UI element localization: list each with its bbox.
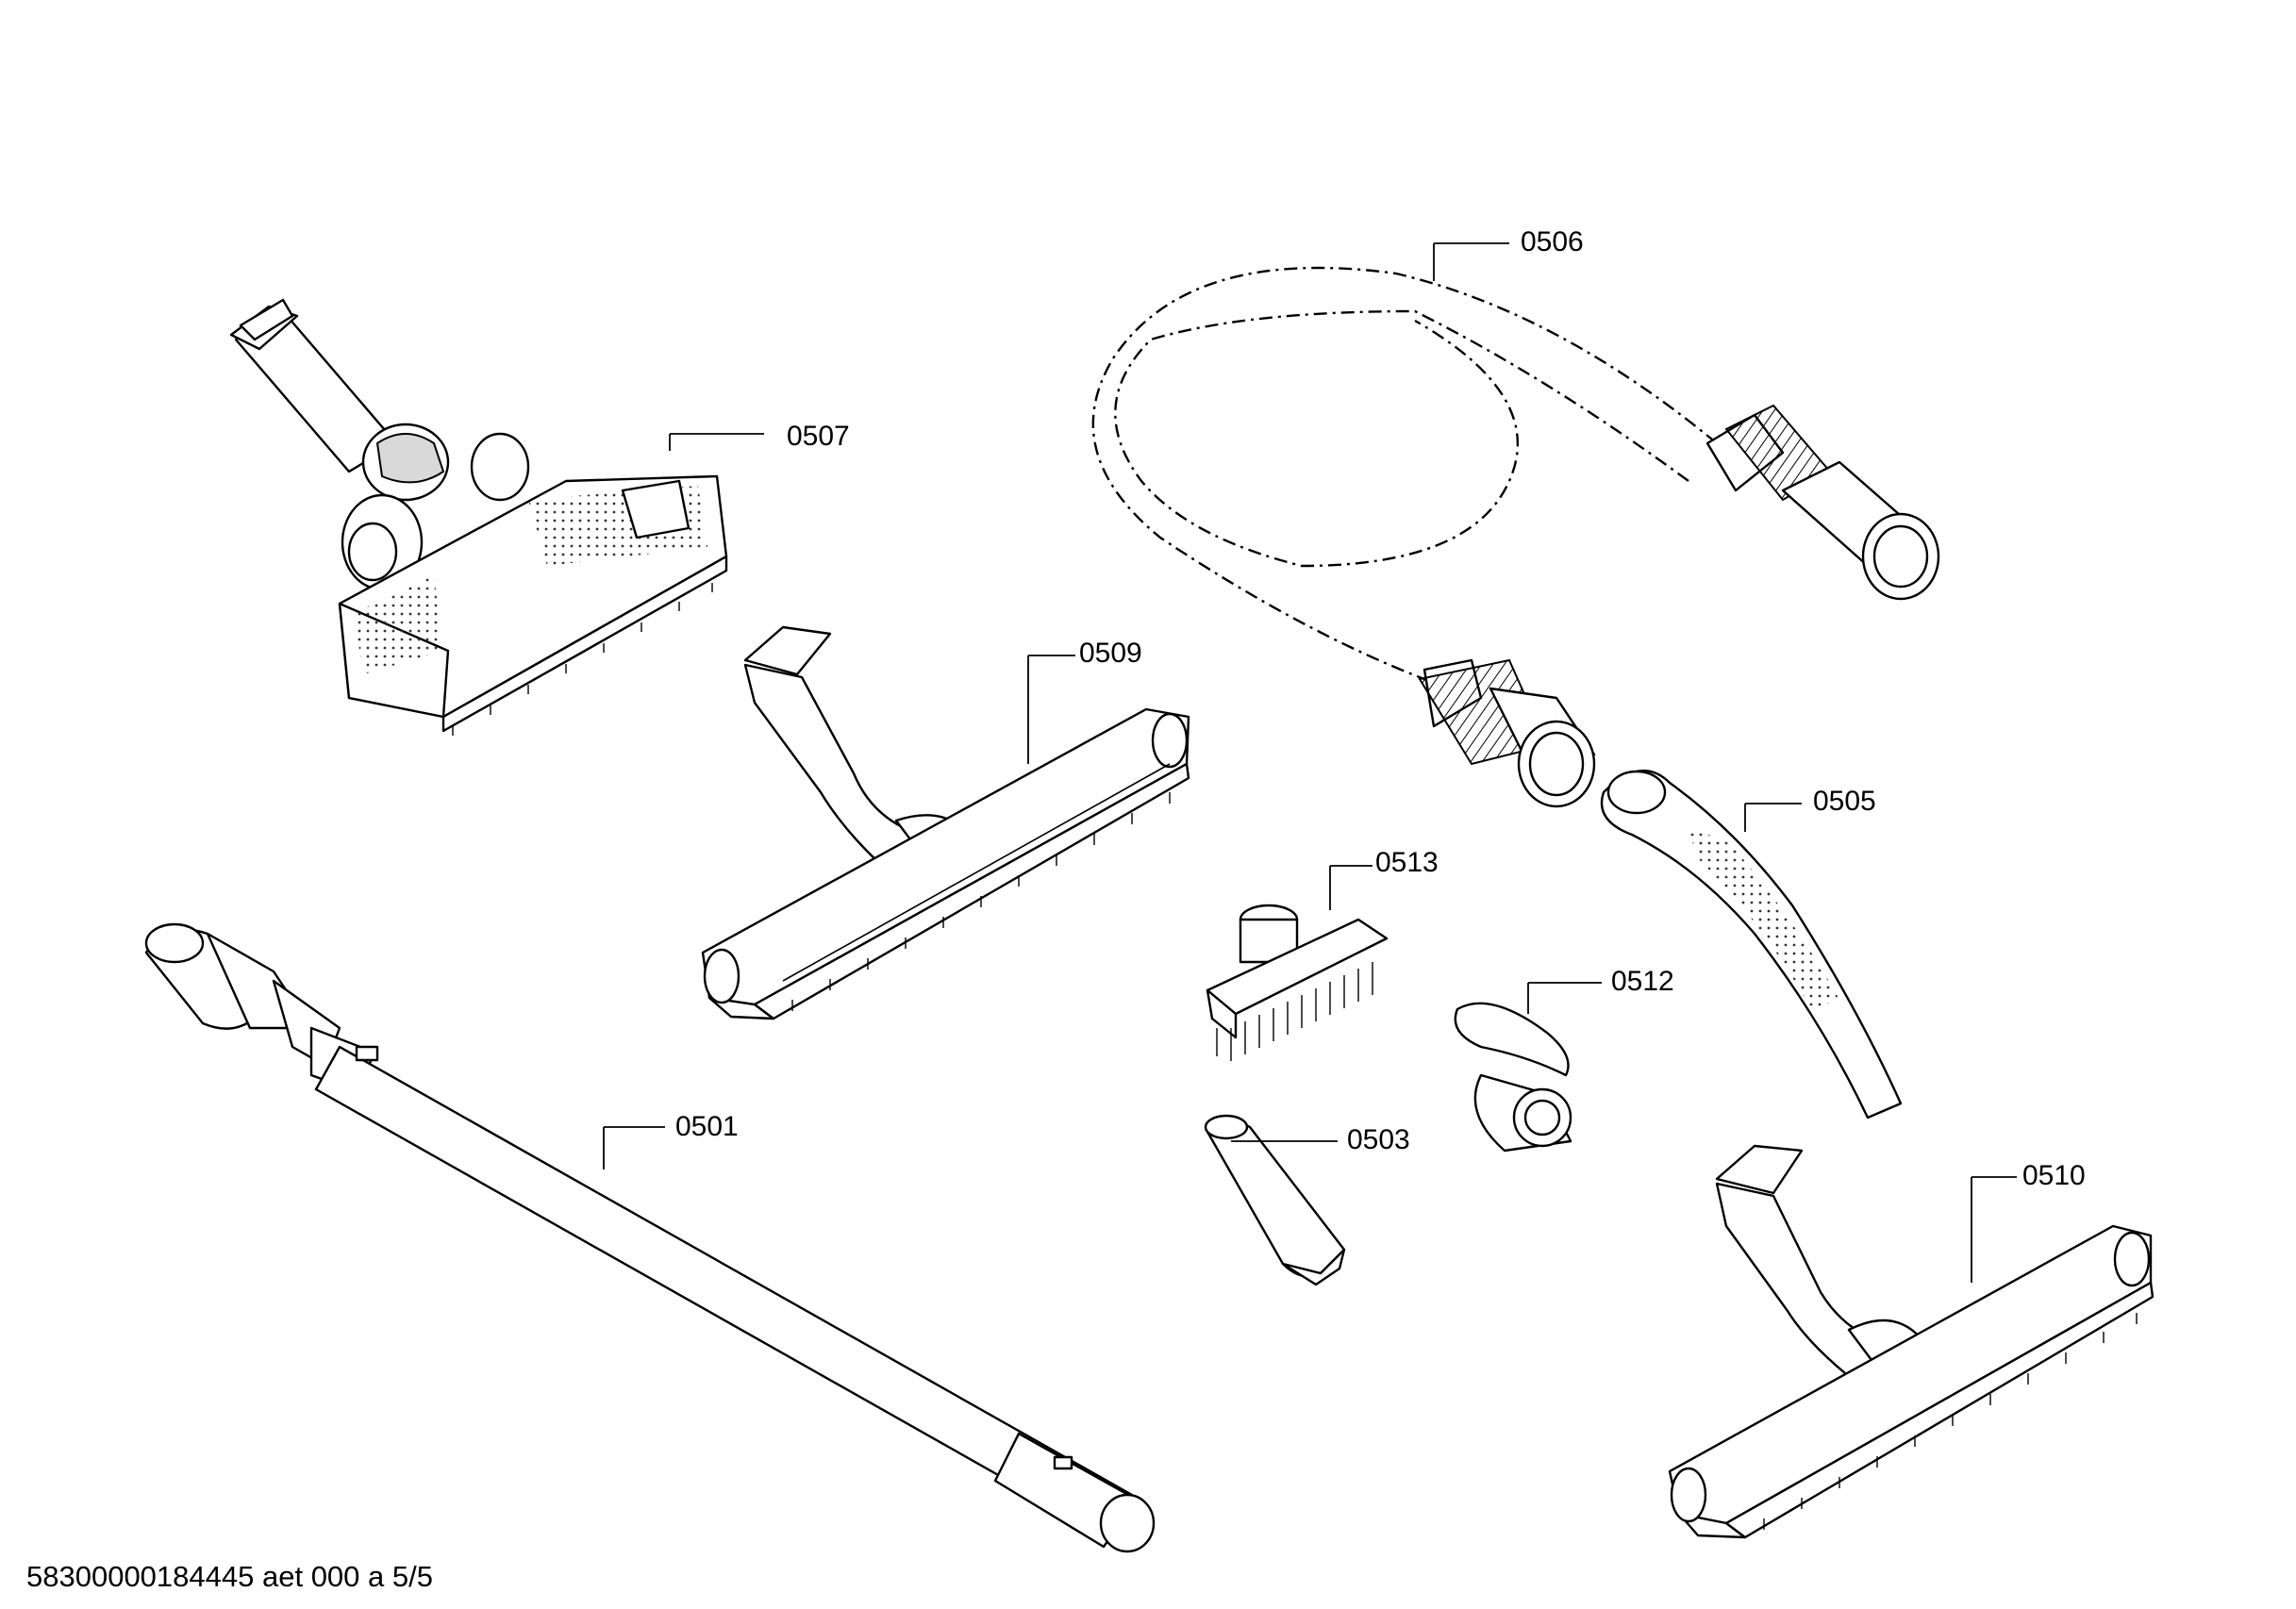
- part-label-0510: 0510: [2022, 1160, 2086, 1191]
- part-label-0513: 0513: [1375, 847, 1439, 878]
- hard-floor-nozzle-drawing: [701, 625, 1190, 1020]
- part-label-0506: 0506: [1521, 226, 1584, 257]
- part-label-0505: 0505: [1813, 786, 1876, 817]
- crevice-nozzle-drawing: [1204, 1114, 1346, 1286]
- part-label-0509: 0509: [1079, 638, 1142, 669]
- turbo-floor-nozzle-drawing: [229, 298, 728, 736]
- telescopic-tube-drawing: [144, 922, 1156, 1553]
- parquet-nozzle-drawing: [1668, 1144, 2155, 1539]
- hose-handle-drawing: [1600, 770, 1903, 1120]
- accessory-clip-drawing: [1454, 1002, 1572, 1153]
- part-label-0503: 0503: [1347, 1124, 1410, 1155]
- part-label-0512: 0512: [1611, 966, 1674, 997]
- part-label-0507: 0507: [787, 421, 850, 452]
- part-label-0501: 0501: [675, 1111, 739, 1142]
- document-reference: 58300000184445 aet 000 a 5/5: [26, 1560, 433, 1593]
- upholstery-brush-drawing: [1206, 904, 1389, 1061]
- suction-hose-drawing: [1091, 266, 1940, 808]
